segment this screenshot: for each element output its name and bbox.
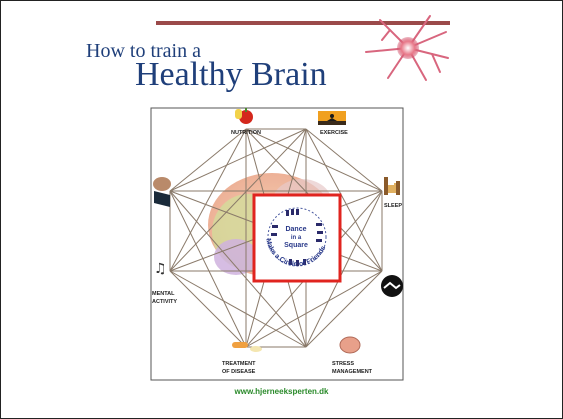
label-exercise: EXERCISE (320, 130, 348, 136)
exercise-icon (318, 111, 346, 125)
website-link[interactable]: www.hjerneeksperten.dk (234, 387, 329, 396)
brain-stress-icon (339, 336, 361, 354)
center-text-line3: Square (284, 242, 308, 249)
label-treatment-1: TREATMENT (222, 361, 256, 367)
sleep-icon (384, 177, 400, 195)
svg-text:♫: ♫ (154, 261, 167, 277)
title-rule (156, 21, 450, 25)
neuron-icon (365, 15, 449, 81)
dancing-figures (267, 207, 327, 267)
music-notes-icon: ♫ (154, 261, 167, 277)
nutrition-icon (235, 108, 253, 124)
label-stress-2: MANAGEMENT (332, 369, 373, 375)
label-mental-1: MENTAL (152, 291, 175, 297)
label-sleep: SLEEP (384, 203, 402, 209)
connection-lines (169, 128, 383, 348)
handshake-icon (381, 275, 403, 297)
center-text-line1: Dance (285, 226, 306, 233)
label-stress-1: STRESS (332, 361, 354, 367)
reading-icon (153, 177, 171, 207)
title-line-2: Healthy Brain (135, 56, 327, 93)
title-line-1: How to train a (86, 40, 201, 62)
label-treatment-2: OF DISEASE (222, 369, 256, 375)
center-text-line2: in a (291, 235, 302, 241)
label-nutrition: NUTRITION (231, 130, 261, 136)
label-mental-2: ACTIVITY (152, 299, 177, 305)
brain-training-diagram: Dance in a Square Make a Circle of Frien… (150, 107, 404, 381)
pills-icon (232, 342, 262, 352)
